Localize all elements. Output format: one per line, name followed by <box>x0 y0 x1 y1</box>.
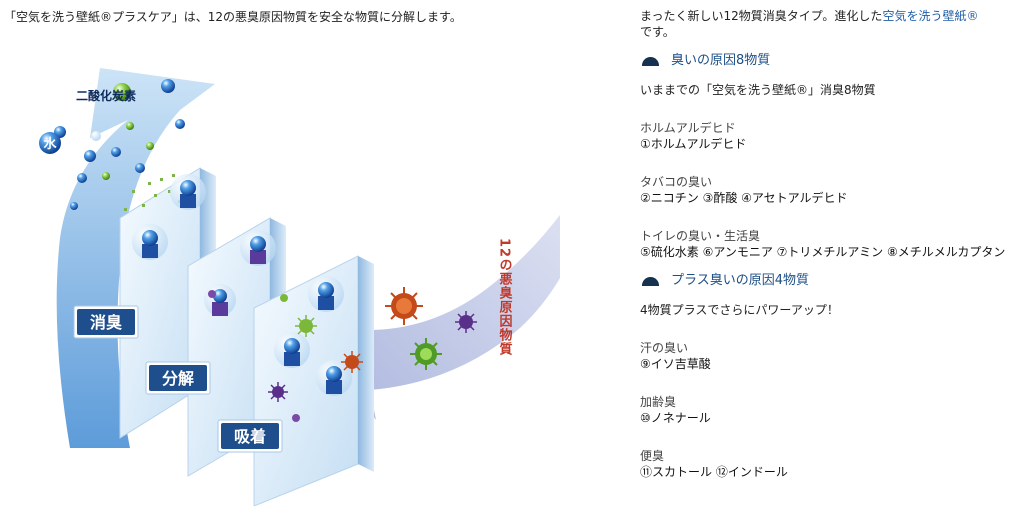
section-header-8-substances: 臭いの原因8物質 <box>640 52 1020 70</box>
odor-particles <box>208 287 477 422</box>
label-water: 水 <box>39 132 61 154</box>
svg-text:分解: 分解 <box>162 369 194 388</box>
group-label: タバコの臭い <box>640 175 713 189</box>
adsorbed-molecules <box>132 174 352 396</box>
group-items: ⑤硫化水素 ⑥アンモニア ⑦トリメチルアミン ⑧メチルメルカプタン <box>640 245 1006 259</box>
group-label: 便臭 <box>640 449 665 463</box>
purification-arrow <box>56 68 216 448</box>
section-title: 臭いの原因8物質 <box>671 53 771 68</box>
group-label: ホルムアルデヒド <box>640 121 736 135</box>
group-items: ②ニコチン ③酢酸 ④アセトアルデヒド <box>640 191 848 205</box>
substance-group: タバコの臭い ②ニコチン ③酢酸 ④アセトアルデヒド <box>640 174 1020 206</box>
stage-label-adsorb: 吸着 <box>217 419 283 453</box>
stage-label-decompose: 分解 <box>145 361 211 395</box>
substance-group: 加齢臭 ⑩ノネナール <box>640 394 1020 426</box>
group-items: ⑩ノネナール <box>640 411 711 425</box>
svg-text:水: 水 <box>43 136 57 152</box>
intro-text: まったく新しい12物質消臭タイプ。進化した空気を洗う壁紙®です。 <box>640 9 979 39</box>
co2-bubbles <box>53 79 185 210</box>
section-header-4-substances: プラス臭いの原因4物質 <box>640 272 1020 290</box>
group-items: ⑨イソ吉草酸 <box>640 357 711 371</box>
label-co2: 二酸化炭素 <box>76 88 136 103</box>
group-label: トイレの臭い・生活臭 <box>640 229 761 243</box>
incoming-arrow <box>330 214 560 420</box>
group-label: 汗の臭い <box>640 341 689 355</box>
substance-group: 便臭 ⑪スカトール ⑫インドール <box>640 448 1020 480</box>
group-items: ⑪スカトール ⑫インドール <box>640 465 788 479</box>
stage-label-deodorize: 消臭 <box>73 305 139 339</box>
section-lead: 4物質プラスでさらにパワーアップ！ <box>640 303 839 317</box>
svg-text:吸着: 吸着 <box>234 427 266 446</box>
substance-list-panel: まったく新しい12物質消臭タイプ。進化した空気を洗う壁紙®です。 臭いの原因8物… <box>640 8 1020 480</box>
substance-group: 汗の臭い ⑨イソ吉草酸 <box>640 340 1020 372</box>
section-lead: いままでの「空気を洗う壁紙®」消臭8物質 <box>640 83 876 97</box>
group-label: 加齢臭 <box>640 395 677 409</box>
section-title: プラス臭いの原因4物質 <box>671 273 810 288</box>
label-12-odor-substances: 12の悪臭原因物質 <box>497 238 513 357</box>
product-link[interactable]: 空気を洗う壁紙® <box>882 9 979 23</box>
section-bullet-icon <box>642 56 659 66</box>
svg-text:消臭: 消臭 <box>90 313 122 332</box>
group-items: ①ホルムアルデヒド <box>640 137 747 151</box>
left-caption: 「空気を洗う壁紙®プラスケア」は、12の悪臭原因物質を安全な物質に分解します。 <box>4 10 462 24</box>
substance-group: ホルムアルデヒド ①ホルムアルデヒド <box>640 120 1020 152</box>
svg-text:二酸化炭素: 二酸化炭素 <box>76 88 136 103</box>
deodorizing-illustration: 二酸化炭素 水 12の悪臭原因物質 消臭 分解 吸着 <box>39 68 560 506</box>
substance-group: トイレの臭い・生活臭 ⑤硫化水素 ⑥アンモニア ⑦トリメチルアミン ⑧メチルメル… <box>640 228 1020 260</box>
section-bullet-icon <box>642 276 659 286</box>
